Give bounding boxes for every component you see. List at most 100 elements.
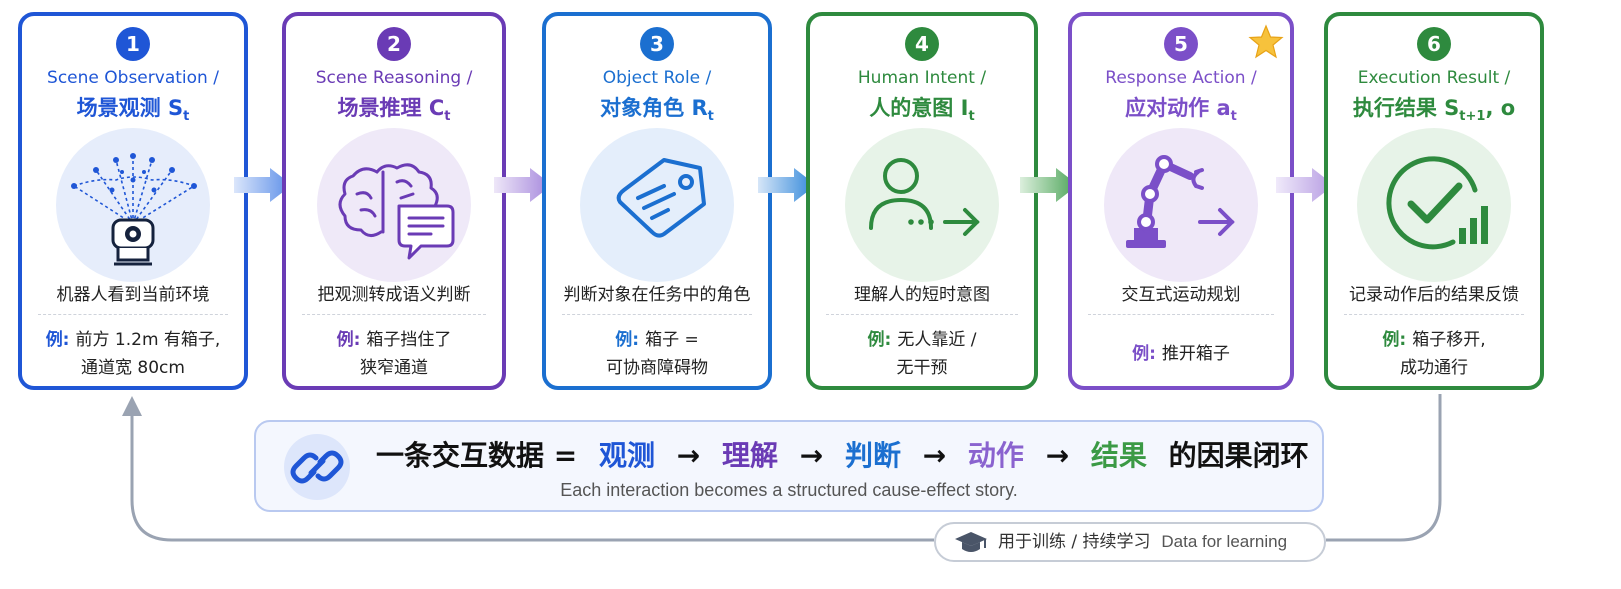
step-title-cn: 应对动作 at <box>1072 92 1290 124</box>
example-line: 例:推开箱子 <box>1078 340 1284 368</box>
step-symbol: Ct <box>428 96 451 124</box>
example-line: 狭窄通道 <box>360 358 428 378</box>
step-title-cn-text: 场景观测 <box>76 96 161 120</box>
example-label: 例: <box>867 330 892 350</box>
summary-subtitle: Each interaction becomes a structured ca… <box>560 480 1018 500</box>
step-symbol-subscript: t <box>707 109 714 125</box>
divider <box>1344 314 1524 315</box>
step-example: 例:箱子挡住了 狭窄通道 <box>292 326 496 382</box>
example-line: 例:箱子挡住了 <box>292 326 496 354</box>
divider <box>1088 314 1274 315</box>
step-title-cn-text: 人的意图 <box>869 96 954 120</box>
step-example: 例:推开箱子 <box>1078 340 1284 368</box>
step-symbol: St+1, o <box>1444 96 1516 124</box>
example-text: 无人靠近 / <box>897 330 977 350</box>
step-title-cn: 场景推理 Ct <box>286 92 502 124</box>
chain-arrow: → <box>676 439 701 472</box>
example-line: 可协商障碍物 <box>606 358 708 378</box>
step-number-badge: 4 <box>905 27 939 61</box>
summary-formula: 一条交互数据 = 观测 → 理解 → 判断 → 动作 → 结果 的因果闭环 <box>376 434 1321 474</box>
robot-sensor-icon <box>56 128 210 282</box>
example-label: 例: <box>336 330 361 350</box>
example-text: 箱子挡住了 <box>366 330 452 350</box>
chain-item-understand: 理解 <box>721 439 778 472</box>
step-symbol-subscript: t <box>183 109 190 125</box>
example-line: 成功通行 <box>1400 358 1468 378</box>
check-chart-icon <box>1357 128 1511 282</box>
link-icon <box>284 434 350 500</box>
summary-tail: 的因果闭环 <box>1168 439 1309 472</box>
step-title-cn-text: 对象角色 <box>600 96 685 120</box>
step-title-en: Response Action / <box>1105 68 1257 88</box>
step-title-cn-text: 场景推理 <box>337 96 422 120</box>
example-line: 无干预 <box>896 358 948 378</box>
divider <box>562 314 752 315</box>
step-symbol: Rt <box>691 96 713 124</box>
example-line: 例:箱子移开, <box>1334 326 1534 354</box>
step-description: 理解人的短时意图 <box>854 285 990 305</box>
example-line: 例:箱子 = <box>552 326 762 354</box>
step-example: 例:前方 1.2m 有箱子, 通道宽 80cm <box>28 326 238 382</box>
example-line: 通道宽 80cm <box>81 358 185 378</box>
step-symbol-subscript: t <box>444 109 451 125</box>
step-title-cn: 对象角色 Rt <box>546 92 768 124</box>
step-title-en: Scene Observation / <box>47 68 219 88</box>
step-card-response-action: 5 Response Action / 应对动作 at 交互式运动规划 例:推开… <box>1068 12 1294 390</box>
flow-arrow <box>234 168 292 202</box>
step-symbol-letter: C <box>428 96 445 120</box>
flow-arrow <box>494 168 552 202</box>
person-arrow-icon <box>845 128 999 282</box>
step-description: 记录动作后的结果反馈 <box>1349 285 1519 305</box>
step-title-cn-text: 应对动作 <box>1125 96 1210 120</box>
flow-arrow <box>1276 168 1334 202</box>
step-symbol-letter: a <box>1216 96 1231 120</box>
step-title-en: Execution Result / <box>1357 68 1511 88</box>
step-number-badge: 5 <box>1164 27 1198 61</box>
divider <box>826 314 1018 315</box>
step-title-en: Object Role / <box>602 68 712 88</box>
example-text: 箱子移开, <box>1412 330 1486 350</box>
step-title-cn: 执行结果 St+1, o <box>1328 92 1540 124</box>
divider <box>302 314 486 315</box>
example-label: 例: <box>1132 344 1156 364</box>
step-symbol-subscript: t <box>968 109 975 125</box>
step-symbol-tail: , o <box>1485 96 1516 120</box>
star-icon <box>1248 24 1284 59</box>
step-symbol-subscript: t <box>1230 109 1237 125</box>
feedback-label: 用于训练 / 持续学习 <box>998 532 1151 552</box>
example-line: 例:前方 1.2m 有箱子, <box>28 326 238 354</box>
brain-chat-icon <box>317 128 471 282</box>
step-number-badge: 2 <box>377 27 411 61</box>
chain-item-action: 动作 <box>967 439 1024 472</box>
divider <box>38 314 228 315</box>
feedback-label-en: Data for learning <box>1161 532 1288 551</box>
step-symbol: It <box>961 96 975 124</box>
step-symbol-letter: R <box>691 96 708 120</box>
tag-icon <box>580 128 734 282</box>
step-description: 机器人看到当前环境 <box>56 285 210 305</box>
chain-arrow: → <box>1045 439 1070 472</box>
example-label: 例: <box>1382 330 1407 350</box>
example-label: 例: <box>615 330 640 350</box>
graduation-cap-icon <box>955 532 987 552</box>
step-symbol-letter: S <box>1444 96 1460 120</box>
robot-arm-icon <box>1104 128 1258 282</box>
step-symbol-letter: S <box>167 96 184 120</box>
step-title-cn: 场景观测 St <box>22 92 244 124</box>
step-symbol-subscript: t+1 <box>1459 109 1486 125</box>
step-example: 例:箱子移开, 成功通行 <box>1334 326 1534 382</box>
step-number-badge: 3 <box>640 27 674 61</box>
example-text: 箱子 = <box>645 330 699 350</box>
chain-arrow: → <box>799 439 824 472</box>
step-symbol: at <box>1216 96 1236 124</box>
step-description: 交互式运动规划 <box>1121 285 1241 305</box>
step-card-execution-result: 6 Execution Result / 执行结果 St+1, o 记录动作后的… <box>1324 12 1544 390</box>
step-title-cn: 人的意图 It <box>810 92 1034 124</box>
example-text: 推开箱子 <box>1161 344 1230 364</box>
summary-lead: 一条交互数据 = <box>376 439 578 472</box>
feedback-pill: 用于训练 / 持续学习 Data for learning <box>934 522 1326 562</box>
step-card-scene-reasoning: 2 Scene Reasoning / 场景推理 Ct 把观测转成语义判断 例:… <box>282 12 506 390</box>
step-number-badge: 1 <box>116 27 150 61</box>
feedback-pill-text: 用于训练 / 持续学习 Data for learning <box>998 524 1287 560</box>
example-label: 例: <box>45 330 70 350</box>
